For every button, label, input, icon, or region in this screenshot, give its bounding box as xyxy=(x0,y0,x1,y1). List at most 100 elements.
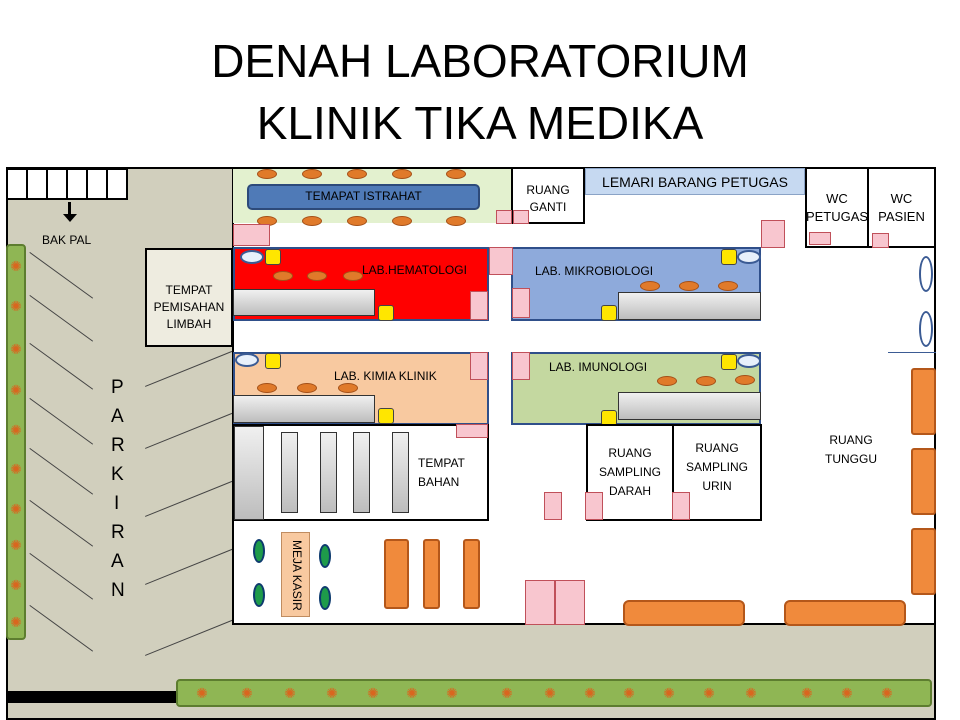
cylinder-icon xyxy=(378,305,394,321)
mikrobiologi-counter xyxy=(618,292,761,320)
cylinder-icon xyxy=(721,354,737,370)
flower-icon: ✺ xyxy=(10,258,22,274)
flower-icon: ✺ xyxy=(881,685,893,701)
cylinder-icon xyxy=(378,408,394,424)
chair-icon xyxy=(319,586,331,610)
flower-icon: ✺ xyxy=(801,685,813,701)
parkiran-letter: P xyxy=(111,377,124,398)
wc-petugas-label-1: WC xyxy=(826,191,848,206)
flower-icon: ✺ xyxy=(10,382,22,398)
stool-icon xyxy=(257,383,277,393)
bench xyxy=(384,539,409,609)
stool-icon xyxy=(273,271,293,281)
tempat-bahan-label-1: TEMPAT xyxy=(418,456,465,470)
hematologi-counter xyxy=(233,289,375,316)
lab-kimia-klinik-label: LAB. KIMIA KLINIK xyxy=(334,369,437,383)
stool-icon xyxy=(302,216,322,226)
stool-icon xyxy=(302,169,322,179)
door xyxy=(544,492,562,520)
parkiran-letter: R xyxy=(111,435,125,456)
stool-icon xyxy=(347,169,367,179)
sampling-urin-label-3: URIN xyxy=(702,479,732,493)
flower-icon: ✺ xyxy=(10,341,22,357)
cylinder-icon xyxy=(265,249,281,265)
flower-icon: ✺ xyxy=(367,685,379,701)
stool-icon xyxy=(297,383,317,393)
bench xyxy=(911,448,936,515)
wc-pasien-label-2: PASIEN xyxy=(878,209,925,224)
stool-icon xyxy=(257,169,277,179)
door xyxy=(585,492,603,520)
door xyxy=(470,352,488,380)
stool-icon xyxy=(640,281,660,291)
flower-icon: ✺ xyxy=(841,685,853,701)
chair-icon xyxy=(253,583,265,607)
flower-icon: ✺ xyxy=(284,685,296,701)
ruang-tunggu-label-1: RUANG xyxy=(829,433,873,447)
main-entrance-door xyxy=(525,580,555,625)
sink-icon xyxy=(737,250,761,264)
flower-icon: ✺ xyxy=(446,685,458,701)
door xyxy=(489,247,513,275)
parkiran-letter: A xyxy=(111,551,124,572)
tempat-pemisahan-limbah xyxy=(145,248,233,347)
door xyxy=(512,352,530,380)
flower-icon: ✺ xyxy=(10,501,22,517)
flower-icon: ✺ xyxy=(326,685,338,701)
parkiran-letter: N xyxy=(111,580,125,601)
door xyxy=(233,224,270,246)
ruang-tunggu-oval xyxy=(919,256,933,292)
door xyxy=(672,492,690,520)
ruang-tunggu-label-2: TUNGGU xyxy=(825,452,877,466)
bench xyxy=(911,368,936,435)
sampling-darah-label-3: DARAH xyxy=(608,484,651,498)
sampling-urin-label-1: RUANG xyxy=(695,441,739,455)
stool-icon xyxy=(446,169,466,179)
flower-icon: ✺ xyxy=(241,685,253,701)
sampling-darah-label-1: RUANG xyxy=(608,446,652,460)
ruang-ganti-label-1: RUANG xyxy=(526,183,570,197)
chair-icon xyxy=(253,539,265,563)
stool-icon xyxy=(446,216,466,226)
ruang-sampling-urin xyxy=(672,424,762,521)
lab-imunologi-label: LAB. IMUNOLOGI xyxy=(549,360,648,374)
flower-icon: ✺ xyxy=(544,685,556,701)
flower-icon: ✺ xyxy=(10,614,22,630)
tunggu-divider xyxy=(888,352,936,353)
bench xyxy=(423,539,440,609)
wc-petugas-label-2: PETUGAS xyxy=(805,209,869,224)
bahan-rack xyxy=(392,432,409,513)
left-hedge xyxy=(6,244,26,640)
imunologi-counter xyxy=(618,392,761,420)
bak-pal-arrow xyxy=(68,202,71,216)
pemisahan-label-3: LIMBAH xyxy=(166,317,212,331)
diagram-title-line1: DENAH LABORATORIUM xyxy=(211,35,749,87)
gate-bar xyxy=(6,691,176,703)
stool-icon xyxy=(657,376,677,386)
stool-icon xyxy=(735,375,755,385)
flower-icon: ✺ xyxy=(10,537,22,553)
bahan-rack xyxy=(281,432,298,513)
stool-icon xyxy=(347,216,367,226)
lemari-barang-petugas xyxy=(585,168,805,195)
meja-kasir-label: MEJA KASIR xyxy=(289,540,304,611)
cylinder-icon xyxy=(601,305,617,321)
bench xyxy=(463,539,480,609)
parkiran-letter: K xyxy=(111,464,124,485)
bench xyxy=(911,528,936,595)
flower-icon: ✺ xyxy=(10,577,22,593)
door xyxy=(761,220,785,248)
flower-icon: ✺ xyxy=(501,685,513,701)
stool-icon xyxy=(392,216,412,226)
bench xyxy=(784,600,906,626)
sink-icon xyxy=(737,354,761,368)
wc-pasien-label-1: WC xyxy=(890,191,913,206)
stool-icon xyxy=(343,271,363,281)
flower-icon: ✺ xyxy=(703,685,715,701)
flower-icon: ✺ xyxy=(10,461,22,477)
flower-icon: ✺ xyxy=(10,298,22,314)
door xyxy=(872,233,889,248)
flower-icon: ✺ xyxy=(406,685,418,701)
bahan-rack xyxy=(320,432,337,513)
door xyxy=(470,291,488,320)
